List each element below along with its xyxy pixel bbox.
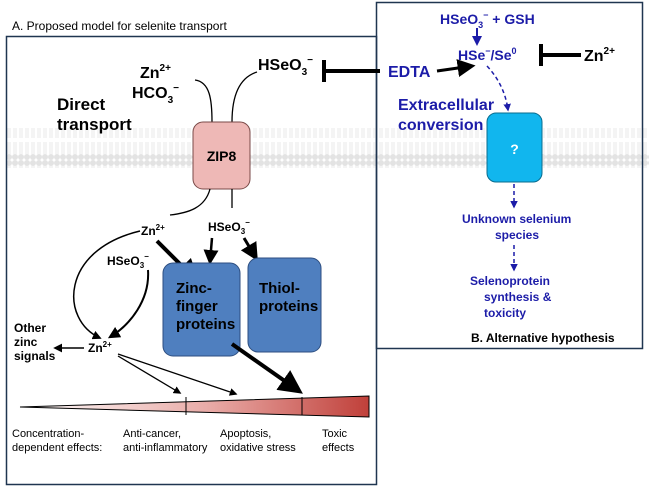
concentration-gradient-wedge — [19, 395, 370, 418]
hse-se-product: HSe−/Se0 — [458, 46, 517, 63]
zn-ion-released: Zn2+ — [141, 223, 165, 238]
anticancer-effects-label: Anti-cancer, anti-inflammatory — [123, 428, 208, 454]
other-zinc-signals-label: Other zinc signals — [14, 321, 56, 363]
cell-membrane — [7, 128, 649, 168]
zn-ion-panel-b: Zn2+ — [584, 46, 615, 65]
zn-ion-top: Zn2+ — [140, 63, 171, 82]
panel-b-title: B. Alternative hypothesis — [471, 331, 615, 345]
zinc-finger-to-toxic-arrow — [230, 342, 303, 394]
panel-b-top-reactants: HSeO3− + GSH — [440, 10, 535, 30]
hse-to-unknown-dashed-arrow — [486, 65, 511, 112]
se-to-thiol-arrow — [240, 237, 258, 262]
thiol-protein-label: Thiol- proteins — [259, 280, 318, 315]
direct-transport-label: Direct transport — [57, 95, 132, 134]
unknown-transporter — [486, 112, 543, 183]
zinc-finger-protein-box — [162, 262, 241, 357]
zn-ion-bottom: Zn2+ — [88, 340, 112, 355]
zip8-entry-curve-left — [194, 79, 213, 123]
thiol-protein-box — [247, 257, 322, 353]
zip8-transporter — [192, 121, 251, 190]
selenite-ion-left: HSeO3− — [107, 252, 149, 270]
panel-a-title: A. Proposed model for selenite transport — [12, 19, 227, 33]
zn-loop-curve — [73, 230, 141, 340]
extracellular-conversion-label: Extracellular conversion — [398, 97, 499, 134]
toxic-effects-label: Toxic effects — [322, 428, 355, 454]
edta-to-hse-arrow — [436, 59, 476, 77]
zinc-finger-protein-label: Zinc- finger proteins — [176, 280, 235, 333]
zn-to-apoptosis-arrow — [117, 353, 238, 396]
apoptosis-effects-label: Apoptosis, oxidative stress — [220, 428, 296, 454]
zn-to-anticancer-arrow — [117, 355, 182, 394]
unknown-selenium-species-label: Unknown selenium species — [462, 212, 575, 242]
zip8-entry-curve-right — [231, 71, 258, 123]
bicarbonate-ion: HCO3− — [132, 83, 179, 106]
selenoprotein-synthesis-label: Selenoprotein synthesis & toxicity — [470, 274, 555, 320]
selenite-to-zn-curve — [107, 269, 150, 339]
zip8-label: ZIP8 — [207, 148, 237, 164]
se-to-zinc-finger-arrow — [203, 237, 219, 265]
selenite-ion-released: HSeO3− — [208, 218, 250, 236]
unknown-transporter-label: ? — [510, 141, 519, 157]
edta-label: EDTA — [388, 64, 431, 81]
concentration-effects-label: Concentration- dependent effects: — [12, 428, 102, 454]
panel-b-frame — [375, 1, 644, 350]
selenite-ion-top: HSeO3− — [258, 55, 313, 78]
zip8-zn-out-line — [169, 188, 211, 216]
